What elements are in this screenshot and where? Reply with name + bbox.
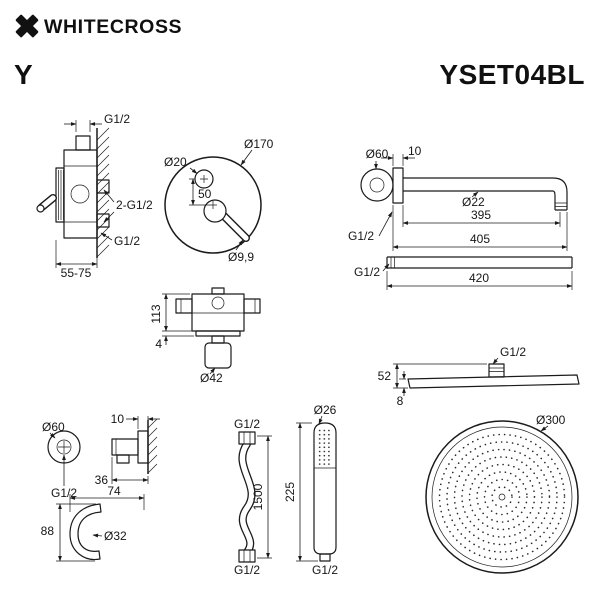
brand-name: WHITECROSS (44, 16, 182, 38)
dim-holder-height: 88 (41, 524, 55, 538)
arm-flange-side (392, 167, 404, 204)
dim-plate-thickness: 4 (155, 337, 162, 351)
handle-knob (204, 342, 232, 369)
dim-hand-length: 225 (283, 482, 297, 502)
mixer-front-view: Ø170 Ø20 50 Ø9,9 (164, 137, 274, 264)
hose-top-nut (238, 431, 256, 445)
dim-head-edge: 8 (397, 394, 404, 408)
mixer-side-view: G1/2 2-G1/2 G1/2 55-75 (36, 112, 153, 280)
dim-hose-thread-top: G1/2 (234, 417, 260, 431)
dim-outlet-offset: 36 (95, 473, 109, 487)
head-plate (407, 374, 580, 389)
hand-shower-stub (319, 553, 331, 562)
dim-outlet-depth: 74 (107, 484, 121, 498)
escutcheon-plate (195, 330, 241, 337)
outlet-wall-hatching (147, 418, 158, 474)
dim-head-thread: G1/2 (500, 345, 526, 359)
logo-x-icon (15, 14, 39, 38)
wall-outlet-view: Ø60 G1/2 10 36 74 Ø32 88 (41, 412, 160, 562)
dim-trim-height: 113 (149, 304, 163, 323)
dim-hand-thread: G1/2 (312, 563, 338, 577)
trim-unit-view: 113 4 Ø42 (149, 287, 261, 385)
hose-bottom-nut (238, 549, 256, 563)
dim-hook-diameter: Ø32 (104, 529, 127, 543)
cartridge (55, 167, 65, 223)
outlet-stub (116, 454, 130, 464)
spray-face (318, 429, 332, 465)
dim-arm-tube-diameter: Ø22 (462, 195, 485, 209)
right-port (243, 298, 261, 314)
series-title: Y (14, 59, 33, 90)
dim-pin-diameter: Ø9,9 (228, 250, 254, 264)
arm-tube (403, 177, 553, 192)
dim-outlet-flange-diameter: Ø60 (42, 420, 65, 434)
hand-shower-view: Ø26 225 G1/2 (283, 403, 338, 577)
model-title: YSET04BL (439, 59, 585, 90)
dim-outlet-flange-thickness: 10 (111, 412, 125, 426)
stem (211, 335, 225, 344)
dim-hose-length: 1500 (251, 483, 265, 510)
shower-head-side-view: G1/2 52 8 (378, 345, 580, 408)
dim-thread-top: G1/2 (104, 112, 130, 126)
head-outline (425, 420, 579, 574)
valve-body (191, 293, 245, 332)
dim-head-diameter: Ø300 (536, 413, 566, 427)
dim-arm-length-total: 420 (469, 271, 489, 285)
dim-arm-length-to-bend: 395 (471, 208, 491, 222)
handset-holder-hook (69, 503, 102, 561)
dim-hand-diameter: Ø26 (314, 403, 337, 417)
outlet-flange-side (137, 430, 149, 464)
hose-view: G1/2 G1/2 1500 (234, 417, 272, 577)
lower-port (96, 213, 110, 228)
dim-hose-thread-bottom: G1/2 (234, 563, 260, 577)
dim-arm-flange-diameter: Ø60 (366, 147, 389, 161)
head-center-nozzle (498, 493, 506, 501)
top-port (75, 135, 91, 151)
dim-arm-flange-thickness: 10 (408, 144, 422, 158)
cartridge-cap (203, 199, 227, 223)
dim-thread-bottom: G1/2 (114, 234, 140, 248)
dim-plate-diameter: Ø170 (244, 137, 274, 151)
arm-plan-view (386, 256, 573, 269)
dim-arm-length-overall: 405 (470, 232, 490, 246)
shower-head-top-view: Ø300 (425, 413, 579, 574)
dim-handle-offset: 50 (198, 187, 212, 201)
head-connector (488, 363, 505, 378)
mixer-body (63, 149, 98, 239)
upper-port (96, 179, 110, 194)
wall-hatching (96, 127, 110, 258)
trim-plate (164, 156, 262, 254)
brand-logo: WHITECROSS (15, 14, 182, 38)
dim-arm-thread-wall: G1/2 (348, 229, 374, 243)
dim-depth-range: 55-75 (61, 266, 92, 280)
dim-handle-diameter: Ø20 (164, 155, 187, 169)
dim-thread-inlets: 2-G1/2 (116, 198, 153, 212)
left-port (175, 298, 193, 314)
dim-knob-diameter: Ø42 (200, 371, 223, 385)
dim-arm-thread-end: G1/2 (354, 265, 380, 279)
dim-head-height: 52 (378, 369, 392, 383)
arm-flange (360, 168, 394, 202)
shower-arm-view: Ø60 10 Ø22 395 405 G1/2 G1/2 420 (348, 144, 573, 290)
